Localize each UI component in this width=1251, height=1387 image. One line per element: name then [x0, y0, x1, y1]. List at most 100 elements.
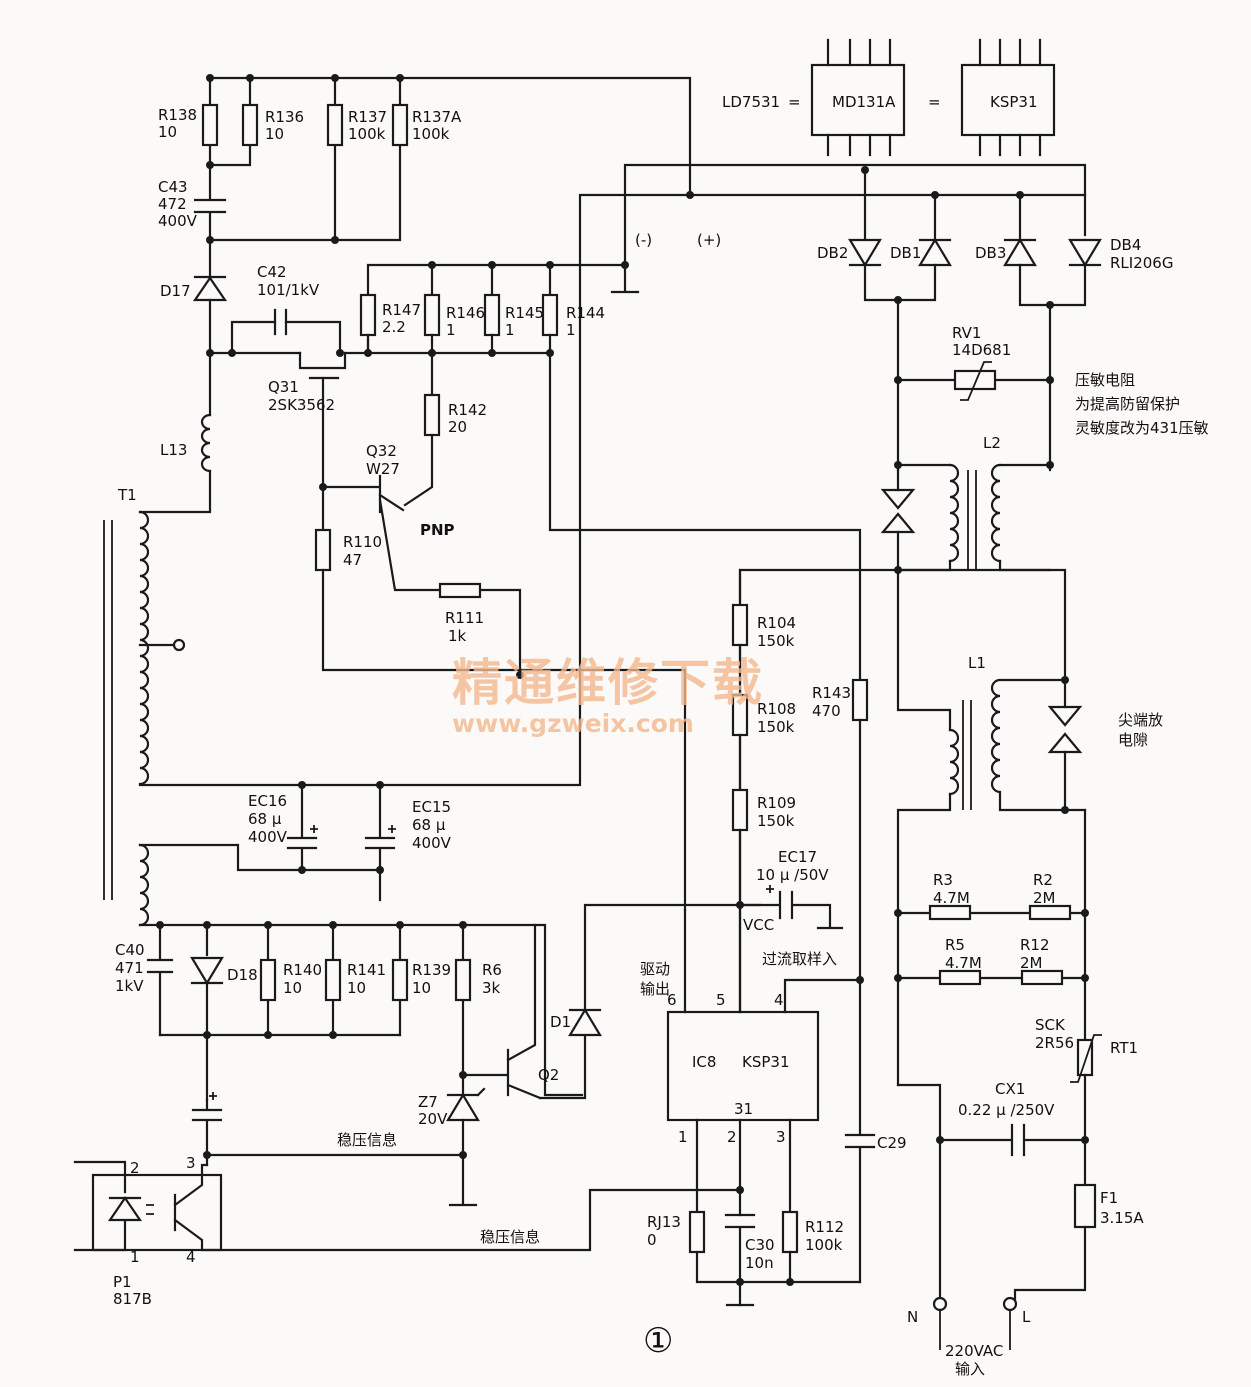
spark-gap-lower [1047, 705, 1083, 727]
value-r108: 150k [757, 718, 795, 736]
value-r138: 10 [158, 123, 177, 141]
label-l1: L1 [968, 654, 986, 672]
label-q32: Q32 [366, 442, 397, 460]
label-r110: R110 [343, 533, 382, 551]
label-sck: SCK [1035, 1016, 1066, 1034]
resistor-r112 [781, 1210, 799, 1254]
label-rv1: RV1 [952, 324, 981, 342]
value-r140: 10 [283, 979, 302, 997]
chip-ksp31 [960, 63, 1056, 137]
label-r143: R143 [812, 684, 851, 702]
label-rj13: RJ13 [647, 1213, 681, 1231]
optocoupler-p1 [73, 1153, 742, 1252]
resistor-r145 [483, 293, 501, 337]
value-c42: 101/1kV [257, 281, 320, 299]
value-r142: 20 [448, 418, 467, 436]
component-labels: LD7531 = MD131A = KSP31 R138 10 R136 10 … [113, 93, 1209, 1378]
label-ic8-part: KSP31 [742, 1053, 790, 1071]
label-r2: R2 [1033, 871, 1053, 889]
label-l2: L2 [983, 434, 1001, 452]
value-db4: RLI206G [1110, 254, 1173, 272]
label-spark-2: 电隙 [1118, 731, 1148, 749]
note-varistor-3: 灵敏度改为431压敏 [1075, 419, 1209, 437]
label-r104: R104 [757, 614, 796, 632]
label-feedback-2: 稳压信息 [480, 1228, 540, 1246]
ic8-controller [666, 568, 1052, 1307]
label-r6: R6 [482, 961, 502, 979]
diode-d17 [192, 276, 228, 302]
resistor-r104 [731, 603, 749, 647]
value-r3: 4.7M [933, 889, 970, 907]
value-sck: 2R56 [1035, 1034, 1074, 1052]
label-db1: DB1 [890, 244, 921, 262]
value-q31: 2SK3562 [268, 396, 335, 414]
resistor-r111 [438, 582, 482, 599]
value-r141: 10 [347, 979, 366, 997]
value-q32: W27 [366, 460, 400, 478]
aux-supply-section [146, 903, 762, 1207]
label-r138: R138 [158, 106, 197, 124]
ic8-pin5: 5 [716, 991, 726, 1009]
value-z7: 20V [418, 1110, 448, 1128]
value-r111: 1k [448, 627, 467, 645]
resistor-r146 [423, 293, 441, 337]
label-l: L [1022, 1308, 1031, 1326]
label-d1: D1 [550, 1013, 571, 1031]
figure-number: ① [643, 1321, 673, 1361]
label-q2: Q2 [538, 1066, 559, 1084]
resistor-r147 [359, 293, 377, 337]
diode-d18 [190, 956, 224, 986]
value-c40-2: 1kV [115, 977, 144, 995]
transformer-t1 [103, 191, 694, 927]
diode-d1 [568, 1007, 602, 1037]
bulk-capacitors [286, 781, 396, 902]
value-ec16-1: 68 μ [248, 810, 282, 828]
label-r145: R145 [505, 304, 544, 322]
ic8-pin3: 3 [776, 1128, 786, 1146]
label-ec17: EC17 [778, 848, 817, 866]
value-ec15-1: 68 μ [412, 816, 446, 834]
watermark: 精通维修下载 www.gzweix.com [452, 654, 764, 738]
label-rt1: RT1 [1110, 1039, 1138, 1057]
resistor-r110 [314, 528, 332, 572]
value-c40-1: 471 [115, 959, 144, 977]
value-rv1: 14D681 [952, 341, 1011, 359]
label-c42: C42 [257, 263, 287, 281]
label-r111: R111 [445, 609, 484, 627]
resistor-r6 [454, 958, 472, 1002]
value-r147: 2.2 [382, 318, 406, 336]
label-r108: R108 [757, 700, 796, 718]
value-r137a: 100k [412, 125, 450, 143]
label-feedback-1: 稳压信息 [337, 1131, 397, 1149]
label-r136: R136 [265, 108, 304, 126]
input-network [894, 808, 1102, 1350]
label-r141: R141 [347, 961, 386, 979]
value-r145: 1 [505, 321, 515, 339]
value-r144: 1 [566, 321, 576, 339]
resistor-r136 [241, 103, 259, 147]
value-r146: 1 [446, 321, 456, 339]
ic8-pin4: 4 [774, 991, 784, 1009]
label-drive-2: 输出 [640, 980, 670, 998]
bridge-rectifier [688, 166, 1102, 472]
value-r109: 150k [757, 812, 795, 830]
value-rj13: 0 [647, 1231, 657, 1249]
diode-db2 [848, 238, 882, 268]
label-r5: R5 [945, 936, 965, 954]
resistor-r137 [326, 103, 344, 147]
watermark-text: 精通维修下载 [452, 654, 764, 712]
value-r139: 10 [412, 979, 431, 997]
label-r144: R144 [566, 304, 605, 322]
eq-sign-1: = [788, 93, 801, 111]
value-r110: 47 [343, 551, 362, 569]
label-pnp: PNP [420, 521, 455, 539]
eq-md131a: MD131A [832, 93, 896, 111]
value-r112: 100k [805, 1236, 843, 1254]
mosfet-q31-area [206, 163, 1087, 912]
resistor-r142 [423, 393, 441, 437]
label-r3: R3 [933, 871, 953, 889]
value-r5: 4.7M [945, 954, 982, 972]
label-cx1: CX1 [995, 1080, 1025, 1098]
label-r142: R142 [448, 401, 487, 419]
